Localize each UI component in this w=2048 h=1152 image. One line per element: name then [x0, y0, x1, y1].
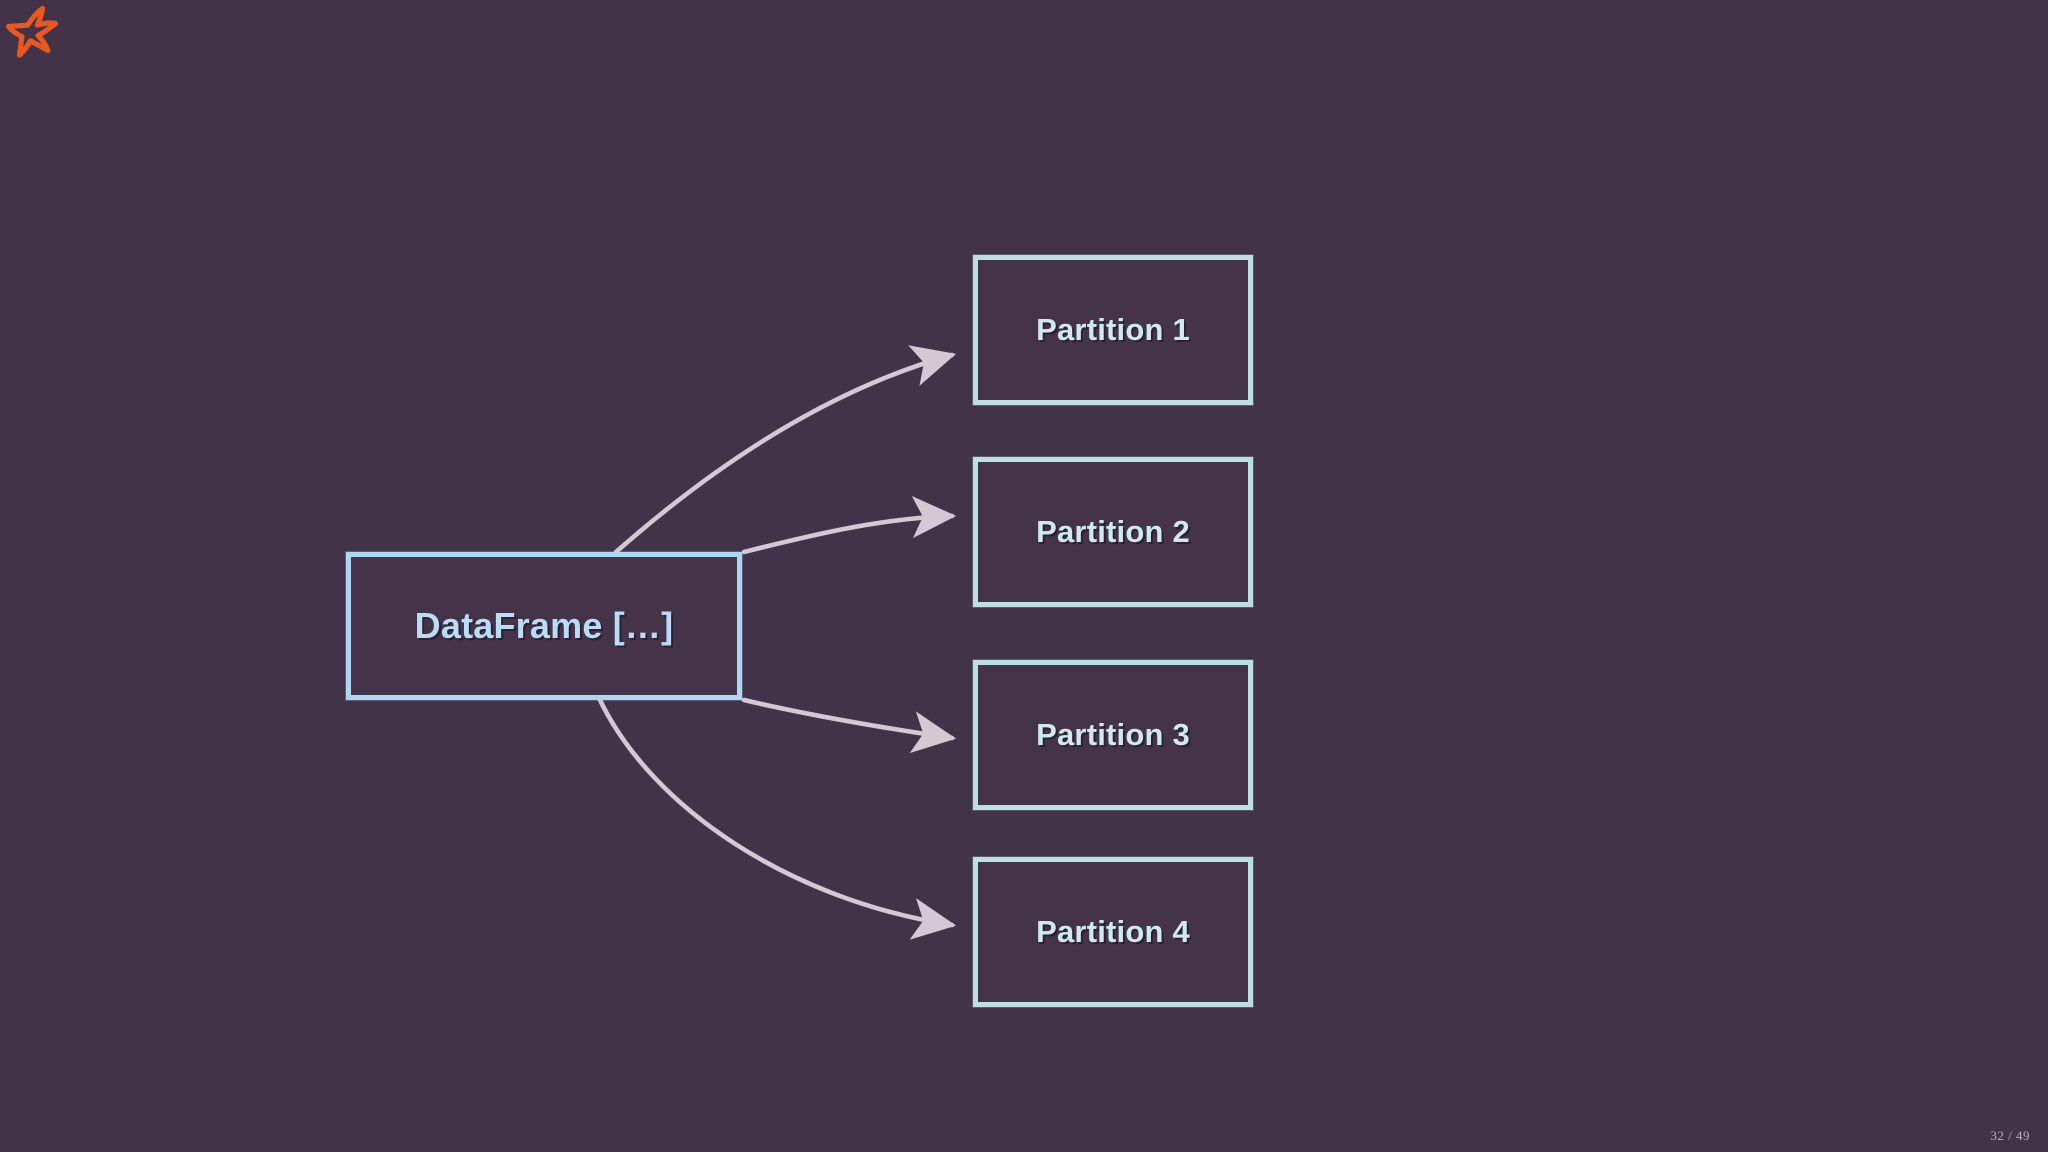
partition-node-4-label: Partition 4 — [1036, 914, 1190, 949]
dataframe-node[interactable]: DataFrame […] — [346, 552, 742, 700]
page-counter: 32 / 49 — [1990, 1128, 2030, 1143]
edge-dataframe-to-partition-1 — [613, 345, 957, 555]
partition-node-2[interactable]: Partition 2 — [973, 457, 1253, 607]
star-icon — [5, 5, 59, 58]
partition-node-3[interactable]: Partition 3 — [973, 660, 1253, 810]
partition-node-2-label: Partition 2 — [1036, 514, 1190, 549]
edge-dataframe-to-partition-2 — [741, 496, 957, 555]
dataframe-node-label: DataFrame […] — [414, 605, 674, 646]
partition-node-3-label: Partition 3 — [1036, 717, 1190, 752]
partition-node-4[interactable]: Partition 4 — [973, 857, 1253, 1007]
partition-node-1-label: Partition 1 — [1036, 312, 1190, 347]
edge-dataframe-to-partition-4 — [597, 697, 957, 940]
partition-node-1[interactable]: Partition 1 — [973, 255, 1253, 405]
edge-dataframe-to-partition-3 — [741, 697, 957, 754]
